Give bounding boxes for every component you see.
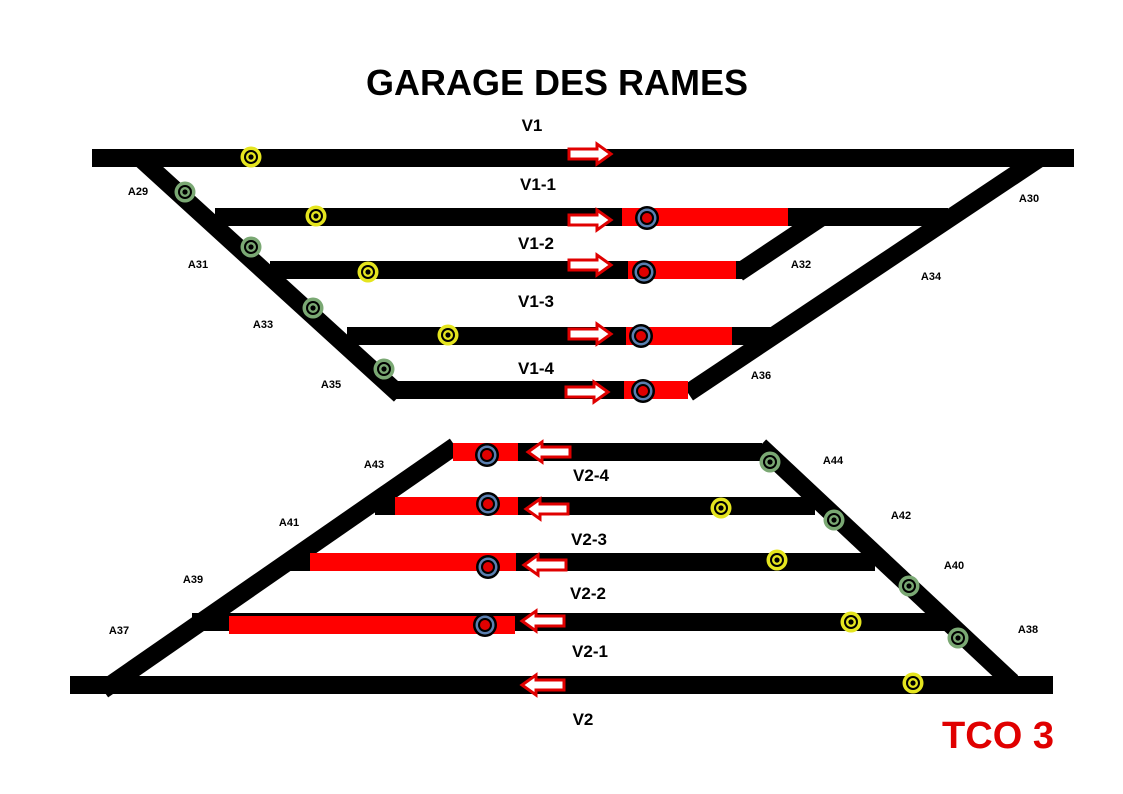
signal-v1-3 (629, 324, 653, 348)
occupancy-v1-1 (622, 208, 788, 226)
panel-id-label: TCO 3 (942, 715, 1054, 757)
signal-v2-3 (476, 492, 500, 516)
sensor-v1-2 (357, 261, 379, 283)
sensor-v1-1 (305, 205, 327, 227)
switch-label-a38: A38 (1018, 624, 1038, 636)
sensor-a33 (302, 297, 324, 319)
signal-v2-1 (473, 613, 497, 637)
signal-v2-4 (475, 443, 499, 467)
switch-label-a33: A33 (253, 319, 273, 331)
switch-label-a29: A29 (128, 186, 148, 198)
sensor-a40 (898, 575, 920, 597)
switch-label-a42: A42 (891, 510, 911, 522)
switch-label-a44: A44 (823, 455, 844, 467)
sensor-a44 (759, 451, 781, 473)
arrow-v1-1 (567, 207, 614, 233)
rail-diagonal-left-lower (97, 438, 461, 698)
track-label-v1-3: V1-3 (518, 292, 554, 311)
signal-v1-2 (632, 260, 656, 284)
switch-label-a43: A43 (364, 459, 384, 471)
arrow-v2-3 (523, 496, 570, 522)
track-label-v1-1: V1-1 (520, 175, 556, 194)
sensor-v2-2 (766, 549, 788, 571)
sensor-v2-1 (840, 611, 862, 633)
occupancy-v2-2 (310, 553, 516, 571)
sensor-a31 (240, 236, 262, 258)
switch-label-a39: A39 (183, 574, 203, 586)
sensor-a35 (373, 358, 395, 380)
track-label-v1-4: V1-4 (518, 359, 554, 378)
arrow-v2-4 (525, 439, 572, 465)
direction-arrows-layer (519, 141, 614, 698)
sensor-a42 (823, 509, 845, 531)
track-label-v2-4: V2-4 (573, 466, 609, 485)
switch-label-a31: A31 (188, 259, 208, 271)
occupancy-v1-3 (626, 327, 732, 345)
signal-v1-4 (631, 379, 655, 403)
track-label-v1-2: V1-2 (518, 234, 554, 253)
rails-layer (70, 149, 1074, 698)
switch-label-a35: A35 (321, 379, 341, 391)
switch-label-a40: A40 (944, 560, 964, 572)
switch-label-a32: A32 (791, 259, 811, 271)
track-label-v2: V2 (573, 710, 594, 729)
page-title: GARAGE DES RAMES (366, 62, 748, 103)
arrow-v2-2 (521, 552, 568, 578)
switch-label-a34: A34 (921, 271, 942, 283)
occupancy-v2-1 (229, 616, 515, 634)
rail-diagonal-right-lower (753, 439, 1019, 689)
rail-diagonal-right-upper (683, 150, 1045, 401)
track-label-v2-2: V2-2 (570, 584, 606, 603)
signal-v2-2 (476, 555, 500, 579)
sensor-v2-3 (710, 497, 732, 519)
switch-label-a30: A30 (1019, 193, 1039, 205)
switch-label-a41: A41 (279, 517, 299, 529)
rail-branch-a32 (733, 209, 827, 281)
track-label-v2-1: V2-1 (572, 642, 608, 661)
labels-layer: GARAGE DES RAMES TCO 3 V1V1-1V1-2V1-3V1-4V… (109, 62, 1054, 757)
track-label-v2-3: V2-3 (571, 530, 607, 549)
arrow-v1-2 (567, 252, 614, 278)
sensor-v1 (240, 146, 262, 168)
switch-label-a36: A36 (751, 370, 771, 382)
arrow-v1 (567, 141, 614, 167)
sensor-v2 (902, 672, 924, 694)
sensor-a38 (947, 627, 969, 649)
arrow-v1-3 (567, 321, 614, 347)
signal-v1-1 (635, 206, 659, 230)
switch-label-a37: A37 (109, 625, 129, 637)
sensor-a29 (174, 181, 196, 203)
sensor-v1-3 (437, 324, 459, 346)
arrow-v1-4 (564, 379, 611, 405)
sensors-layer (174, 146, 969, 694)
arrow-v2 (519, 672, 566, 698)
track-label-v1: V1 (522, 116, 543, 135)
arrow-v2-1 (519, 608, 566, 634)
